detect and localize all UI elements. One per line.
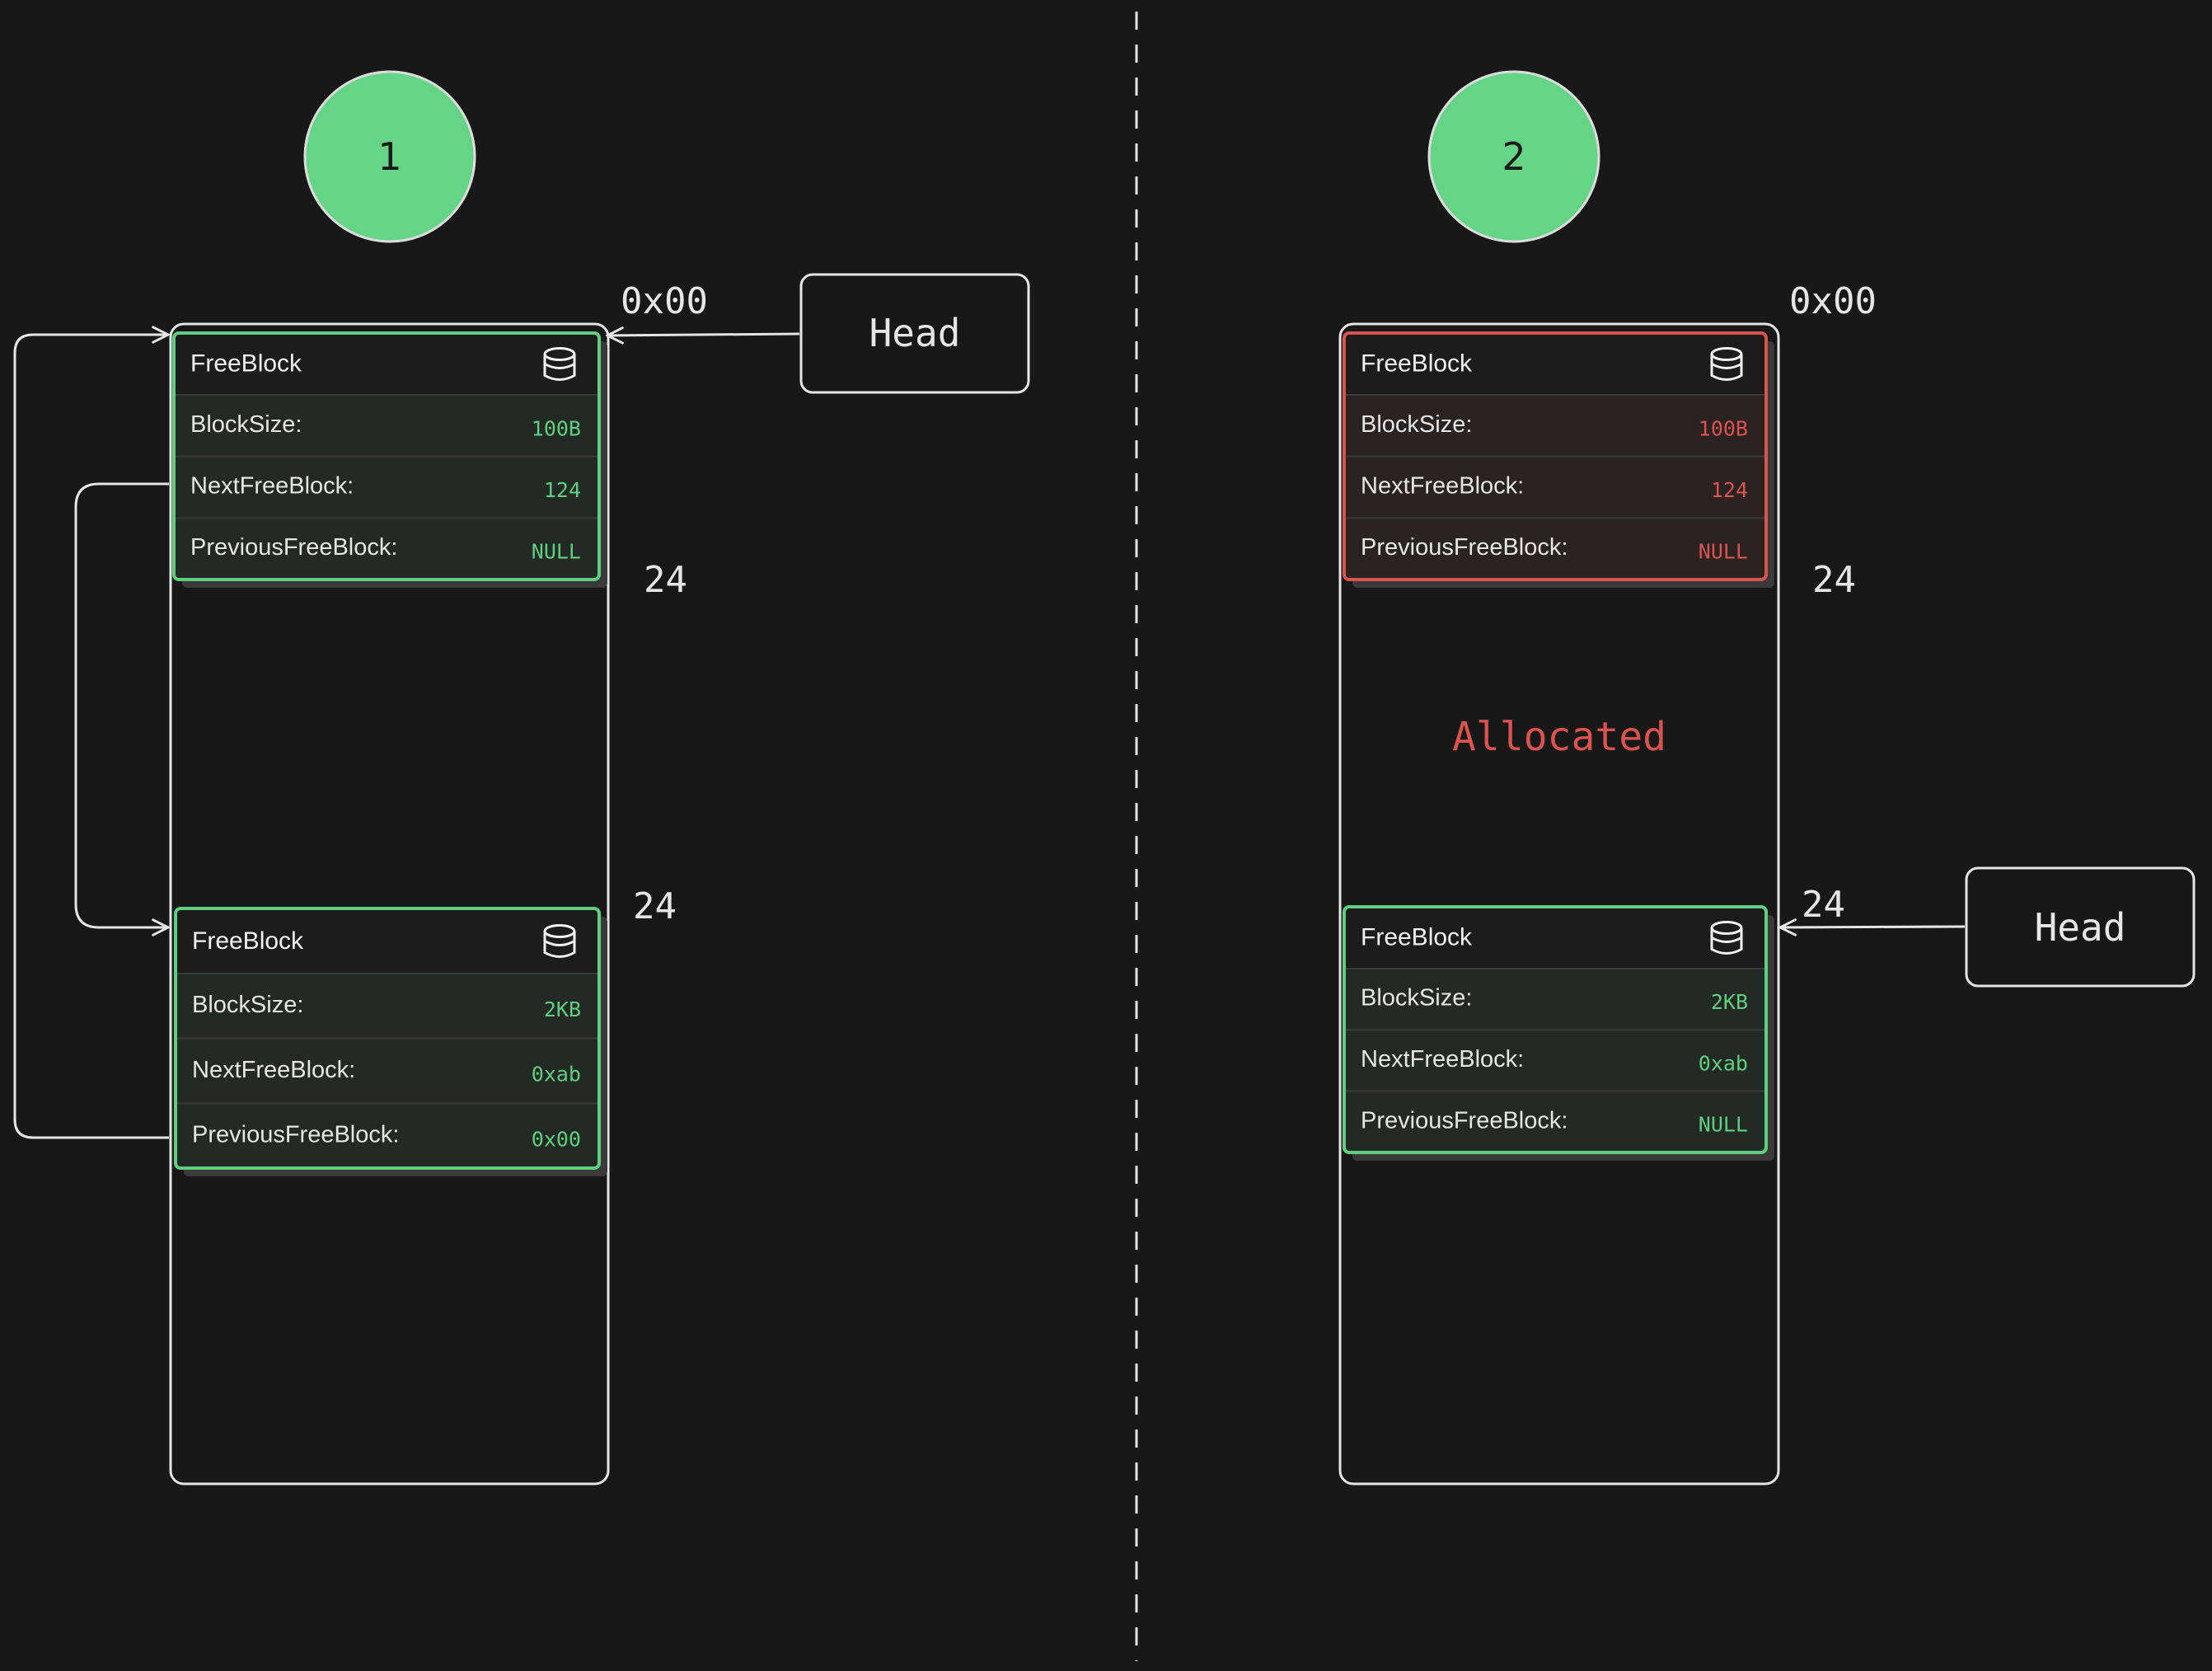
card-border bbox=[172, 331, 601, 581]
field-key: PreviousFreeBlock: bbox=[190, 534, 397, 561]
previous-free-block-link bbox=[13, 335, 169, 1139]
head-label: Head bbox=[2035, 905, 2126, 950]
field-key: NextFreeBlock: bbox=[192, 1057, 355, 1083]
field-value: NULL bbox=[1699, 1113, 1748, 1137]
field-key: BlockSize: bbox=[192, 992, 303, 1018]
offset-label-bottom: 24 bbox=[633, 885, 677, 927]
address-label: 0x00 bbox=[1789, 280, 1877, 322]
offset-label-bottom: 24 bbox=[1802, 884, 1845, 926]
panel-2: 2 0x00 24 24 Allocated Head bbox=[1338, 70, 2196, 1486]
address-label: 0x00 bbox=[621, 280, 708, 322]
database-icon bbox=[543, 924, 576, 958]
field-value: 100B bbox=[532, 416, 581, 440]
next-free-block-link bbox=[74, 482, 169, 927]
field-key: NextFreeBlock: bbox=[190, 472, 354, 499]
field-value: 100B bbox=[1699, 416, 1748, 440]
card-header bbox=[1344, 333, 1766, 395]
card-border bbox=[174, 907, 601, 1170]
database-icon bbox=[543, 347, 576, 381]
field-value: 124 bbox=[544, 478, 581, 502]
card-header bbox=[174, 333, 599, 395]
step-number: 1 bbox=[377, 134, 401, 179]
field-key: PreviousFreeBlock: bbox=[192, 1122, 399, 1148]
head-pointer-box bbox=[1965, 866, 2196, 988]
panel-1: 1 0x00 24 24 Head bbox=[13, 70, 1030, 1486]
head-arrow bbox=[607, 334, 800, 336]
field-key: BlockSize: bbox=[1361, 985, 1472, 1012]
field-value: 2KB bbox=[544, 997, 581, 1021]
card-title: FreeBlock bbox=[1361, 350, 1473, 378]
card-header bbox=[1344, 907, 1766, 969]
database-icon bbox=[1710, 347, 1743, 381]
card-header bbox=[176, 908, 599, 974]
memory-region bbox=[1338, 322, 1780, 1486]
field-key: PreviousFreeBlock: bbox=[1361, 534, 1568, 561]
step-circle bbox=[1427, 70, 1600, 243]
head-pointer-box bbox=[799, 273, 1030, 394]
field-key: BlockSize: bbox=[1361, 411, 1472, 438]
field-key: NextFreeBlock: bbox=[1361, 1046, 1524, 1073]
card-title: FreeBlock bbox=[1361, 924, 1473, 951]
card-border bbox=[1343, 905, 1768, 1154]
allocated-label: Allocated bbox=[1452, 714, 1666, 760]
memory-region bbox=[169, 322, 610, 1486]
offset-label-top: 24 bbox=[1812, 559, 1856, 601]
field-value: NULL bbox=[1699, 540, 1748, 564]
head-label: Head bbox=[869, 311, 961, 355]
field-value: 0xab bbox=[532, 1063, 581, 1087]
card-border bbox=[1343, 331, 1768, 581]
step-circle bbox=[303, 70, 476, 243]
field-value: NULL bbox=[532, 540, 581, 564]
step-number: 2 bbox=[1502, 134, 1525, 179]
database-icon bbox=[1710, 921, 1743, 955]
field-key: PreviousFreeBlock: bbox=[1361, 1107, 1568, 1134]
card-title: FreeBlock bbox=[192, 927, 304, 955]
field-key: BlockSize: bbox=[190, 411, 302, 438]
free-block-cards: FreeBlockBlockSize:100BNextFreeBlock:124… bbox=[172, 331, 1774, 1176]
offset-label-top: 24 bbox=[644, 559, 687, 601]
field-key: NextFreeBlock: bbox=[1361, 472, 1524, 499]
field-value: 0xab bbox=[1699, 1051, 1748, 1075]
field-value: 0x00 bbox=[532, 1127, 581, 1151]
field-value: 124 bbox=[1711, 478, 1748, 502]
field-value: 2KB bbox=[1711, 990, 1748, 1014]
card-title: FreeBlock bbox=[190, 350, 302, 378]
